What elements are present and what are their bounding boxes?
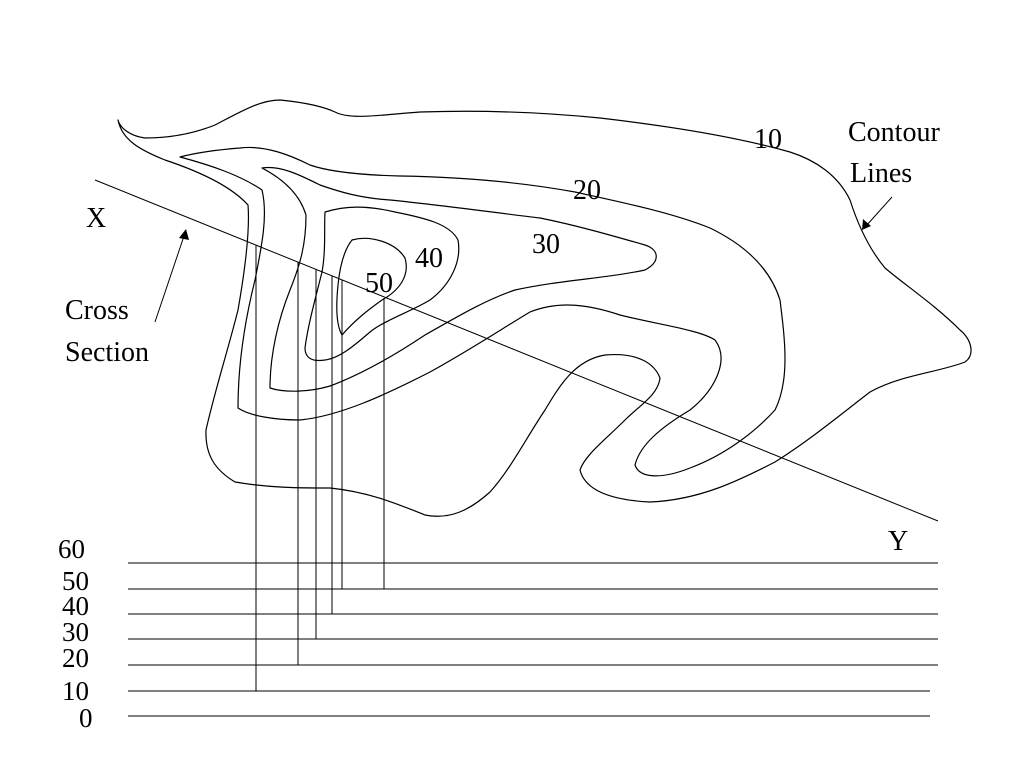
contour-line-10 [117, 99, 972, 517]
contour-line-20 [179, 146, 786, 477]
contour-label-40: 40 [415, 243, 443, 274]
contour-lines-arrow [865, 196, 893, 227]
profile-label-20: 20 [62, 643, 89, 673]
cross-section-label: Section [65, 337, 149, 368]
cross-section-label: Cross [65, 295, 129, 326]
point-x-label: X [86, 203, 106, 234]
profile-label-60: 60 [58, 534, 85, 564]
profile-label-30: 30 [62, 617, 89, 647]
cross-section-line [94, 179, 939, 522]
contour-lines-arrowhead [862, 219, 871, 230]
contour-line-40 [304, 206, 460, 362]
contour-label-20: 20 [573, 175, 601, 206]
contour-lines-label: Contour [848, 117, 940, 148]
cross-section-arrowhead [179, 229, 189, 240]
contour-lines-label: Lines [850, 158, 912, 189]
contour-line-50 [336, 237, 407, 336]
point-y-label: Y [888, 526, 908, 557]
contour-label-30: 30 [532, 229, 560, 260]
contour-label-10: 10 [754, 124, 782, 155]
profile-label-0: 0 [79, 703, 93, 733]
contour-label-50: 50 [365, 268, 393, 299]
cross-section-arrow [154, 235, 185, 323]
profile-label-40: 40 [62, 591, 89, 621]
profile-label-50: 50 [62, 566, 89, 596]
profile-label-10: 10 [62, 676, 89, 706]
contour-line-30 [261, 166, 657, 392]
